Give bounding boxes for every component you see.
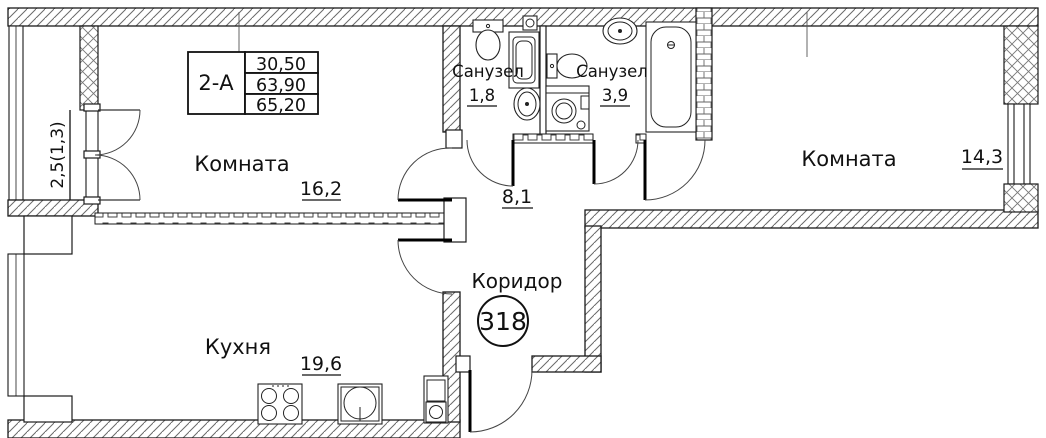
bathtub-icon xyxy=(645,21,697,133)
hallway-label: Коридор xyxy=(472,269,563,293)
doors xyxy=(83,103,706,433)
apartment-type-label: 2-А xyxy=(198,71,234,95)
outer-walls xyxy=(7,7,1039,438)
kitchen-area: 19,6 xyxy=(300,353,342,375)
table-row-3 xyxy=(244,93,319,115)
partition-bathroom1-bathroom2 xyxy=(539,25,547,137)
partition-stub xyxy=(635,133,647,144)
table-value-total: 63,90 xyxy=(256,76,306,96)
toilet-bowl-icon xyxy=(475,29,501,61)
door-jamb-room1-kitchen xyxy=(443,197,467,243)
window-right-room-outer xyxy=(1007,103,1015,185)
door-swing-room2 xyxy=(644,139,706,201)
interior-walls xyxy=(79,7,713,373)
window-right-room-inner xyxy=(1023,103,1031,185)
door-swing-bathroom1 xyxy=(466,139,514,187)
hallway-area: 8,1 xyxy=(502,186,532,208)
vent-icon xyxy=(522,15,538,31)
door-swing-entrance xyxy=(469,369,533,433)
stove-icon xyxy=(257,383,303,425)
partition-bathrooms-bottom xyxy=(512,133,594,144)
table-value-total-balcony: 65,20 xyxy=(256,96,306,116)
toilet-bowl-icon xyxy=(556,53,588,79)
kitchen-label: Кухня xyxy=(205,335,271,359)
bathroom1-fixtures xyxy=(472,15,541,121)
room2-area: 14,3 xyxy=(961,146,1003,168)
balcony-door-swing-top xyxy=(94,109,141,156)
bathroom1-label: Санузел xyxy=(452,62,524,81)
wall-pier-right-bottom xyxy=(1003,183,1039,213)
bathroom2-label: Санузел xyxy=(576,62,648,81)
kitchen-fixtures xyxy=(257,375,449,425)
wall-balcony-right xyxy=(79,25,99,111)
wall-hallway-right xyxy=(584,225,602,373)
wall-pier-left-bottom xyxy=(23,395,73,423)
room-labels: Комната 16,2 Комната 14,3 Кухня 19,6 Сан… xyxy=(48,62,1003,376)
table-value-living: 30,50 xyxy=(256,55,306,75)
room1-label: Комната xyxy=(194,152,289,176)
door-jamb-bathroom1 xyxy=(445,129,463,149)
bathroom2-fixtures xyxy=(545,17,697,133)
wall-hallway-bottom xyxy=(531,355,602,373)
balcony-area: 2,5(1,3) xyxy=(48,121,68,188)
apartment-number: 318 xyxy=(479,307,527,336)
wall-pier-right-top xyxy=(1003,25,1039,105)
wall-pier-left-top xyxy=(23,215,73,255)
door-swing-bathroom2 xyxy=(593,139,639,185)
room2-label: Комната xyxy=(801,147,896,171)
bathroom2-area: 3,9 xyxy=(602,86,628,105)
toilet-icon xyxy=(546,53,558,79)
door-jamb-entrance xyxy=(455,355,471,373)
table-type-cell xyxy=(187,51,246,115)
balcony-door-swing-bottom xyxy=(94,154,141,201)
apartment-number-circle xyxy=(477,295,529,347)
wall-bottom-right-wing xyxy=(584,209,1039,229)
door-swing-room1 xyxy=(397,147,453,201)
wall-bathroom2-room2 xyxy=(695,7,713,141)
room1-area: 16,2 xyxy=(300,178,342,200)
door-swing-kitchen xyxy=(397,239,453,295)
bathroom1-area: 1,8 xyxy=(469,86,495,105)
apartment-info-table: 2-А 30,50 63,90 65,20 xyxy=(187,12,808,116)
partition-room1-kitchen xyxy=(94,212,446,225)
wall-bottom-kitchen xyxy=(7,419,461,438)
